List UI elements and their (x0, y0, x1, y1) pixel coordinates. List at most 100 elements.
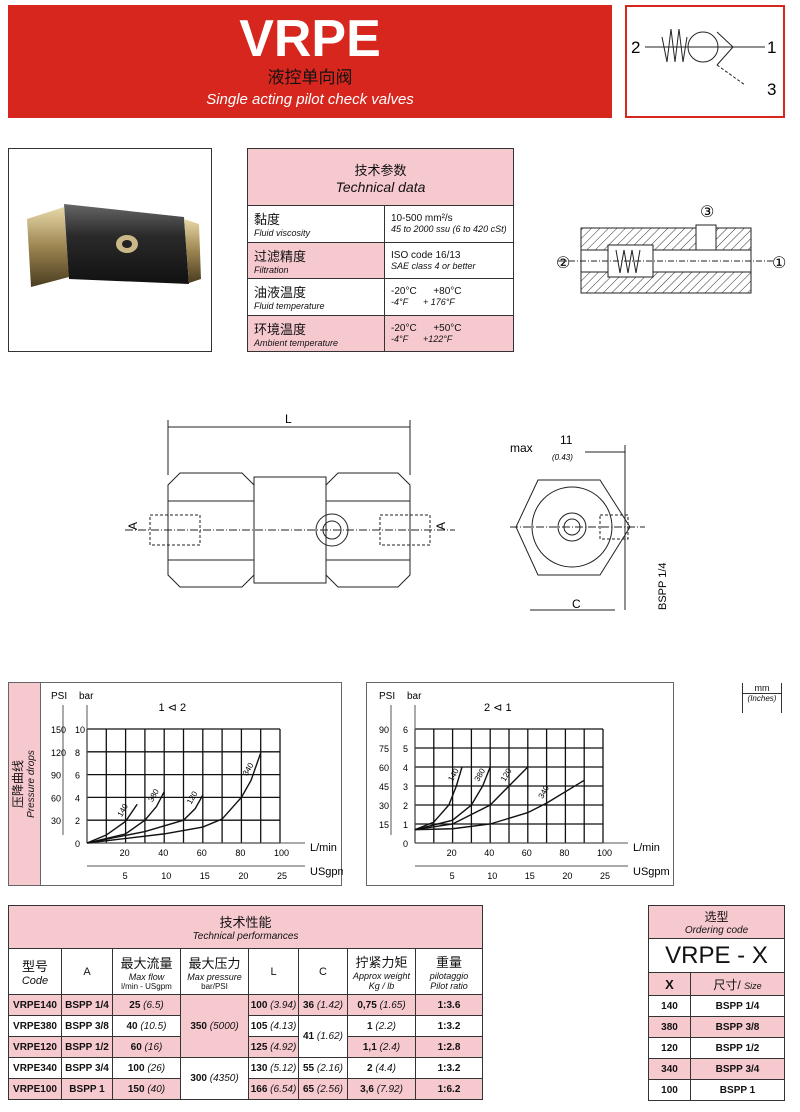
cell-code: VRPE140 (8, 994, 62, 1016)
title-banner: VRPE 液控单向阀 Single acting pilot check val… (8, 5, 612, 118)
x2-tick: 10 (161, 871, 171, 881)
section-view-drawing: ② ① ③ (556, 204, 786, 294)
cell-l: 166 (250, 1083, 268, 1095)
cell-c-in: (2.16) (316, 1062, 344, 1074)
y-tick-psi: 30 (379, 801, 389, 811)
y-tick-bar: 4 (403, 763, 408, 773)
cell-c-in: (2.56) (316, 1083, 344, 1095)
cell-flow-us: (6.5) (143, 999, 164, 1011)
y-tick-bar: 3 (403, 782, 408, 792)
check-valve-symbol-icon: 2 1 3 (631, 28, 776, 99)
param-cn: 黏度 (254, 212, 281, 228)
perf-title-cn: 技术性能 (219, 915, 272, 930)
col-l: L (248, 948, 299, 995)
col-flow-en: Max flow (128, 971, 165, 982)
y-tick-bar: 0 (403, 839, 408, 849)
param-en: Filtration (254, 264, 289, 275)
curve-label-140: 140 (116, 802, 131, 819)
dim-C: C (572, 597, 581, 611)
x2-tick: 15 (525, 871, 535, 881)
cell-code: VRPE120 (8, 1036, 62, 1058)
y-tick-psi: 90 (51, 771, 61, 781)
cell-flow-us: (26) (147, 1062, 166, 1074)
section-port-2: ② (556, 255, 570, 272)
cell-c: 65 (302, 1083, 315, 1095)
curve-label-140: 140 (446, 766, 461, 783)
cell-flow-us: (10.5) (140, 1020, 167, 1032)
curve-380 (414, 766, 491, 831)
param-en: Fluid temperature (254, 301, 325, 312)
param-value-alt: -4°F + 176°F (391, 297, 455, 308)
y-tick-bar: 5 (403, 744, 408, 754)
col-weight-cn: 拧紧力矩 (355, 955, 408, 970)
y-tick-psi: 150 (51, 725, 66, 735)
x2-tick: 15 (200, 871, 210, 881)
cell-x: 340 (648, 1058, 691, 1080)
col-c: C (298, 948, 348, 995)
cell-weight: 1 (367, 1020, 373, 1032)
cell-a: BSPP 3/4 (61, 1057, 113, 1079)
pressure-drops-label: 压降曲线 Pressure drops (9, 683, 41, 885)
cell-weight: 3,6 (360, 1083, 374, 1095)
param-cn: 过滤精度 (254, 248, 307, 264)
x-tick: 20 (120, 848, 130, 858)
cell-flow: 100 (127, 1062, 145, 1074)
curve-340 (414, 779, 585, 831)
cell-flow: 25 (129, 999, 141, 1011)
x2-tick: 20 (562, 871, 572, 881)
col-code-cn: 型号 (21, 959, 48, 974)
technical-data-title-en: Technical data (335, 178, 426, 195)
col-flow-cn: 最大流量 (120, 955, 173, 971)
y-tick-bar: 4 (75, 793, 80, 803)
port-3-label: 3 (767, 80, 776, 99)
y-tick-psi: 90 (379, 725, 389, 735)
y-tick-bar: 0 (75, 839, 80, 849)
psi-axis-label: PSI (51, 691, 67, 702)
x-tick: 20 (447, 848, 457, 858)
param-en: Fluid viscosity (254, 228, 311, 239)
cell-size: BSPP 1/4 (690, 995, 785, 1017)
x2-tick: 5 (123, 871, 128, 881)
ordering-title-cn: 选型 (704, 910, 729, 924)
cell-x: 100 (648, 1079, 691, 1101)
cell-a: BSPP 3/8 (61, 1015, 113, 1037)
cell-l-in: (5.12) (270, 1062, 297, 1074)
x-tick: 80 (559, 848, 569, 858)
cell-a: BSPP 1/2 (61, 1036, 113, 1058)
y-tick-bar: 6 (403, 725, 408, 735)
cell-a: BSPP 1/4 (61, 994, 113, 1016)
cell-ratio: 1:3.2 (415, 1015, 483, 1037)
product-title: VRPE (239, 10, 381, 68)
y-tick-bar: 10 (75, 725, 85, 735)
cell-flow: 60 (130, 1041, 142, 1053)
cell-ratio: 1:3.2 (415, 1057, 483, 1079)
param-value: ISO code 16/13 (391, 249, 461, 261)
x2-tick: 10 (487, 871, 497, 881)
cell-pressure: 300 (190, 1073, 207, 1084)
cell-l-in: (4.92) (270, 1041, 297, 1053)
cell-weight-lb: (2.2) (375, 1020, 396, 1032)
cell-l-in: (6.54) (270, 1083, 297, 1095)
y-tick-bar: 8 (75, 748, 80, 758)
param-cn: 环境温度 (254, 321, 307, 337)
dim-11: 11 (560, 433, 573, 447)
y-tick-psi: 45 (379, 782, 389, 792)
curve-label-120: 120 (499, 766, 514, 783)
bar-axis-label: bar (407, 691, 422, 702)
section-port-1: ① (772, 255, 786, 272)
subtitle-en: Single acting pilot check valves (206, 91, 414, 108)
col-size-cn: 尺寸/ (713, 977, 741, 992)
cell-c: 36 (302, 999, 315, 1011)
